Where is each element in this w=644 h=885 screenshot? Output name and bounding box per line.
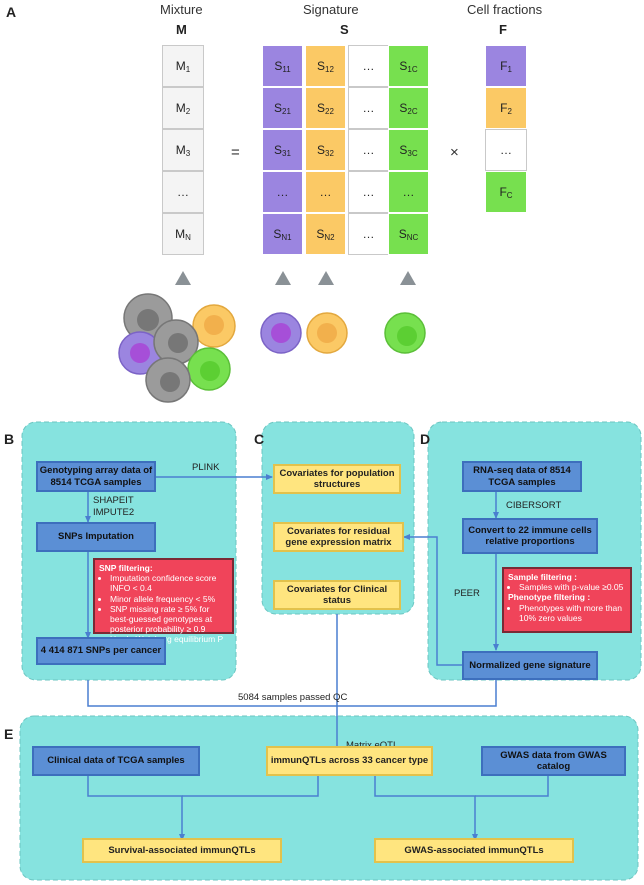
pheno-filter-title: Phenotype filtering : bbox=[508, 592, 591, 603]
arrow-gwas-to-gwas-assoc bbox=[475, 776, 549, 797]
fraction-cell: … bbox=[485, 129, 527, 171]
s-symbol: S bbox=[340, 22, 349, 37]
up-triangle-mixture bbox=[175, 271, 191, 285]
purple-cell-icon bbox=[260, 312, 302, 354]
sample-filter-item: Samples with p-value ≥0.05 bbox=[519, 582, 626, 592]
snp-filter-box: SNP filtering: Imputation confidence sco… bbox=[93, 558, 234, 655]
green-cell-icon bbox=[384, 312, 426, 354]
peer-label: PEER bbox=[454, 588, 480, 599]
cibersort-label: CIBERSORT bbox=[506, 500, 562, 511]
clinical-data-box: Clinical data of TCGA samples bbox=[32, 746, 200, 776]
up-triangle-sc bbox=[400, 271, 416, 285]
signature-cell: … bbox=[348, 213, 389, 255]
signature-cell: … bbox=[348, 171, 389, 213]
signature-cell: … bbox=[348, 129, 389, 171]
rnaseq-box: RNA-seq data of 8514 TCGA samples bbox=[462, 461, 582, 492]
snp-filter-item: Minor allele frequency < 5% bbox=[110, 594, 228, 604]
signature-cell: … bbox=[348, 87, 389, 129]
clinical-status-box: Covariates for Clinical status bbox=[273, 580, 401, 610]
arrow-immun-to-gwas bbox=[374, 776, 478, 841]
signature-cell: … bbox=[348, 45, 389, 87]
connector-qc bbox=[87, 680, 497, 707]
signature-cell: … bbox=[388, 171, 429, 213]
equals-sign: = bbox=[231, 144, 240, 161]
mixture-cell: … bbox=[162, 171, 204, 213]
snp-filter-item: SNP missing rate ≥ 5% for best-guessed g… bbox=[110, 604, 228, 635]
gwas-assoc-box: GWAS-associated immunQTLs bbox=[374, 838, 574, 863]
snps-box: 4 414 871 SNPs per cancer bbox=[36, 637, 166, 665]
pheno-filter-item: Phenotypes with more than 10% zero value… bbox=[519, 603, 626, 623]
mixed-cells-icon bbox=[118, 293, 236, 403]
f-symbol: F bbox=[499, 22, 507, 37]
matrix-eqtl-label: Matrix eQTL bbox=[346, 740, 398, 751]
arrow-normalized-to-residual bbox=[403, 534, 462, 666]
residual-expression-box: Covariates for residual gene expression … bbox=[273, 522, 404, 552]
arrow-clinical-to-survival bbox=[87, 776, 185, 841]
plink-label: PLINK bbox=[192, 462, 220, 473]
snp-filter-item: Imputation confidence score INFO < 0.4 bbox=[110, 573, 228, 593]
panel-a-letter: A bbox=[6, 4, 17, 20]
qc-label: 5084 samples passed QC bbox=[238, 692, 348, 703]
times-sign: × bbox=[450, 144, 459, 161]
up-triangle-s1 bbox=[275, 271, 291, 285]
pop-structure-box: Covariates for population structures bbox=[273, 464, 401, 494]
imputation-box: SNPs Imputation bbox=[36, 522, 156, 552]
arrow-immun-to-survival bbox=[182, 776, 319, 797]
cell-fractions-header: Cell fractions bbox=[467, 2, 543, 17]
panel-e-letter: E bbox=[4, 726, 14, 742]
orange-cell-icon bbox=[306, 312, 348, 354]
sample-filter-box: Sample filtering : Samples with p-value … bbox=[502, 567, 632, 633]
panel-c-letter: C bbox=[254, 431, 265, 447]
genotyping-box: Genotyping array data of 8514 TCGA sampl… bbox=[36, 461, 156, 492]
signature-cell: … bbox=[262, 171, 303, 213]
survival-box: Survival-associated immunQTLs bbox=[82, 838, 282, 863]
gwas-data-box: GWAS data from GWAS catalog bbox=[481, 746, 626, 776]
immunqtls-box: immunQTLs across 33 cancer type bbox=[266, 746, 433, 776]
panel-d-letter: D bbox=[420, 431, 431, 447]
signature-header: Signature bbox=[303, 2, 359, 17]
snp-filter-title: SNP filtering: bbox=[99, 563, 153, 573]
shapeit-label: SHAPEIT bbox=[93, 495, 134, 506]
m-symbol: M bbox=[176, 22, 187, 37]
signature-cell: … bbox=[305, 171, 346, 213]
impute2-label: IMPUTE2 bbox=[93, 507, 135, 518]
mixture-header: Mixture bbox=[160, 2, 203, 17]
sample-filter-title: Sample filtering : bbox=[508, 572, 577, 582]
panel-b-letter: B bbox=[4, 431, 15, 447]
convert-box: Convert to 22 immune cells relative prop… bbox=[462, 518, 598, 554]
normalized-box: Normalized gene signature bbox=[462, 651, 598, 680]
up-triangle-s2 bbox=[318, 271, 334, 285]
